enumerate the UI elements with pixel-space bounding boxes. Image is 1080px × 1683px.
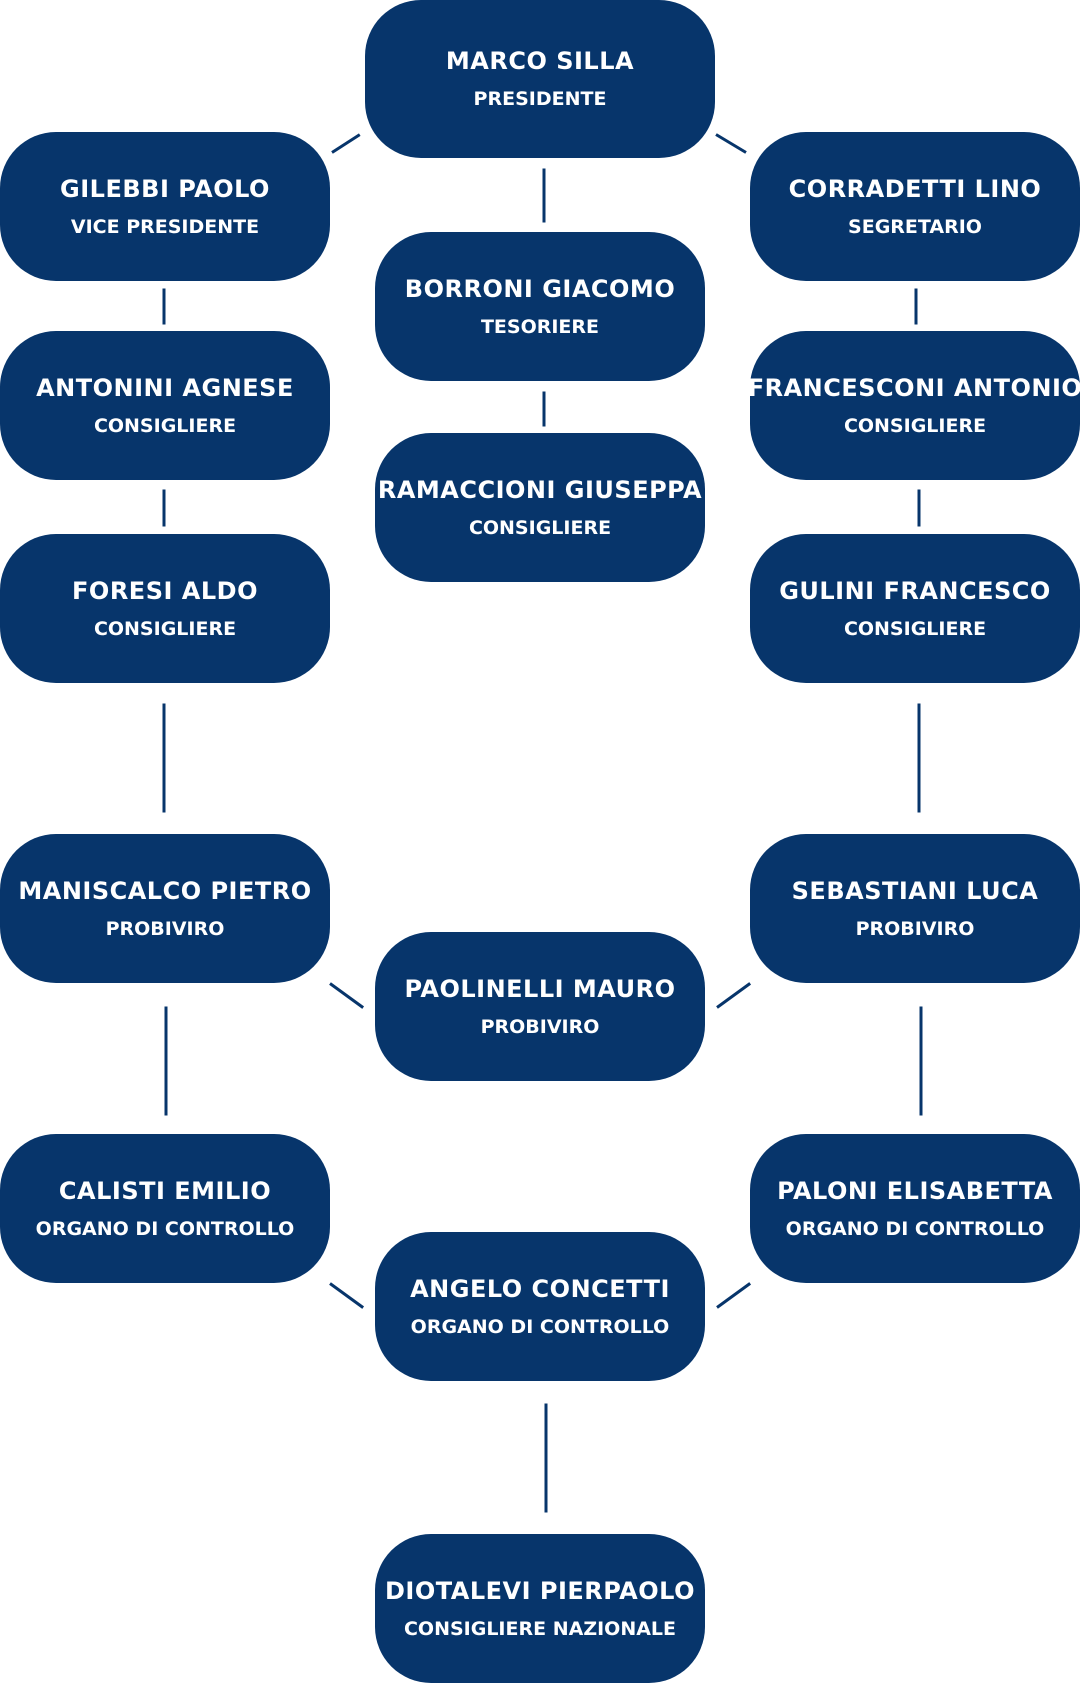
member-role: TESORIERE [480, 315, 600, 338]
member-box-corradetti: CORRADETTI LINO SEGRETARIO [750, 132, 1080, 281]
connector-line [716, 981, 751, 1009]
connector-line [329, 1281, 364, 1309]
member-name: MANISCALCO PIETRO [18, 876, 312, 905]
member-box-gilebbi: GILEBBI PAOLO VICE PRESIDENTE [0, 132, 330, 281]
connector-line [544, 1403, 548, 1512]
member-name: GULINI FRANCESCO [779, 576, 1051, 605]
member-role: CONSIGLIERE NAZIONALE [403, 1617, 677, 1640]
connector-line [162, 288, 166, 324]
member-name: ANGELO CONCETTI [410, 1274, 670, 1303]
connector-line [914, 288, 918, 324]
member-box-borroni: BORRONI GIACOMO TESORIERE [375, 232, 705, 381]
member-role: PROBIVIRO [105, 917, 225, 940]
member-box-concetti: ANGELO CONCETTI ORGANO DI CONTROLLO [375, 1232, 705, 1381]
connector-line [542, 391, 546, 426]
member-box-francesconi: FRANCESCONI ANTONIO CONSIGLIERE [747, 331, 1080, 480]
member-box-silla: MARCO SILLA PRESIDENTE [365, 0, 715, 158]
connector-line [329, 981, 364, 1009]
connector-line [162, 489, 166, 526]
member-box-sebastiani: SEBASTIANI LUCA PROBIVIRO [750, 834, 1080, 983]
member-role: PROBIVIRO [480, 1015, 600, 1038]
connector-line [919, 1006, 923, 1115]
connector-line [542, 168, 546, 222]
connector-line [715, 132, 747, 154]
connector-line [331, 132, 361, 154]
member-name: BORRONI GIACOMO [404, 274, 676, 303]
member-name: GILEBBI PAOLO [60, 174, 270, 203]
member-name: RAMACCIONI GIUSEPPA [377, 475, 703, 504]
member-box-ramaccioni: RAMACCIONI GIUSEPPA CONSIGLIERE [375, 433, 705, 582]
member-name: MARCO SILLA [445, 47, 635, 76]
member-name: FORESI ALDO [72, 576, 258, 605]
member-box-calisti: CALISTI EMILIO ORGANO DI CONTROLLO [0, 1134, 330, 1283]
member-box-antonini: ANTONINI AGNESE CONSIGLIERE [0, 331, 330, 480]
member-role: ORGANO DI CONTROLLO [785, 1217, 1045, 1240]
member-name: FRANCESCONI ANTONIO [747, 373, 1080, 402]
member-role: PROBIVIRO [855, 917, 975, 940]
member-name: CALISTI EMILIO [58, 1176, 272, 1205]
member-role: CONSIGLIERE [93, 414, 237, 437]
member-box-paloni: PALONI ELISABETTA ORGANO DI CONTROLLO [750, 1134, 1080, 1283]
member-role: CONSIGLIERE [468, 516, 612, 539]
member-name: PAOLINELLI MAURO [404, 974, 676, 1003]
connector-line [917, 703, 921, 812]
member-role: PRESIDENTE [473, 88, 607, 110]
connector-line [716, 1281, 751, 1309]
member-box-gulini: GULINI FRANCESCO CONSIGLIERE [750, 534, 1080, 683]
member-name: SEBASTIANI LUCA [791, 876, 1039, 905]
connector-line [164, 1006, 168, 1115]
member-box-maniscalco: MANISCALCO PIETRO PROBIVIRO [0, 834, 330, 983]
connector-line [917, 489, 921, 526]
member-name: PALONI ELISABETTA [777, 1176, 1053, 1205]
member-role: CONSIGLIERE [843, 617, 987, 640]
connector-line [162, 703, 166, 812]
member-role: CONSIGLIERE [843, 414, 987, 437]
member-name: DIOTALEVI PIERPAOLO [385, 1576, 695, 1605]
member-role: ORGANO DI CONTROLLO [410, 1315, 670, 1338]
member-role: CONSIGLIERE [93, 617, 237, 640]
member-role: SEGRETARIO [848, 215, 982, 238]
member-box-paolinelli: PAOLINELLI MAURO PROBIVIRO [375, 932, 705, 1081]
member-box-diotalevi: DIOTALEVI PIERPAOLO CONSIGLIERE NAZIONAL… [375, 1534, 705, 1683]
member-role: ORGANO DI CONTROLLO [35, 1217, 295, 1240]
member-name: CORRADETTI LINO [788, 174, 1042, 203]
member-role: VICE PRESIDENTE [70, 215, 260, 238]
member-name: ANTONINI AGNESE [36, 373, 294, 402]
member-box-foresi: FORESI ALDO CONSIGLIERE [0, 534, 330, 683]
